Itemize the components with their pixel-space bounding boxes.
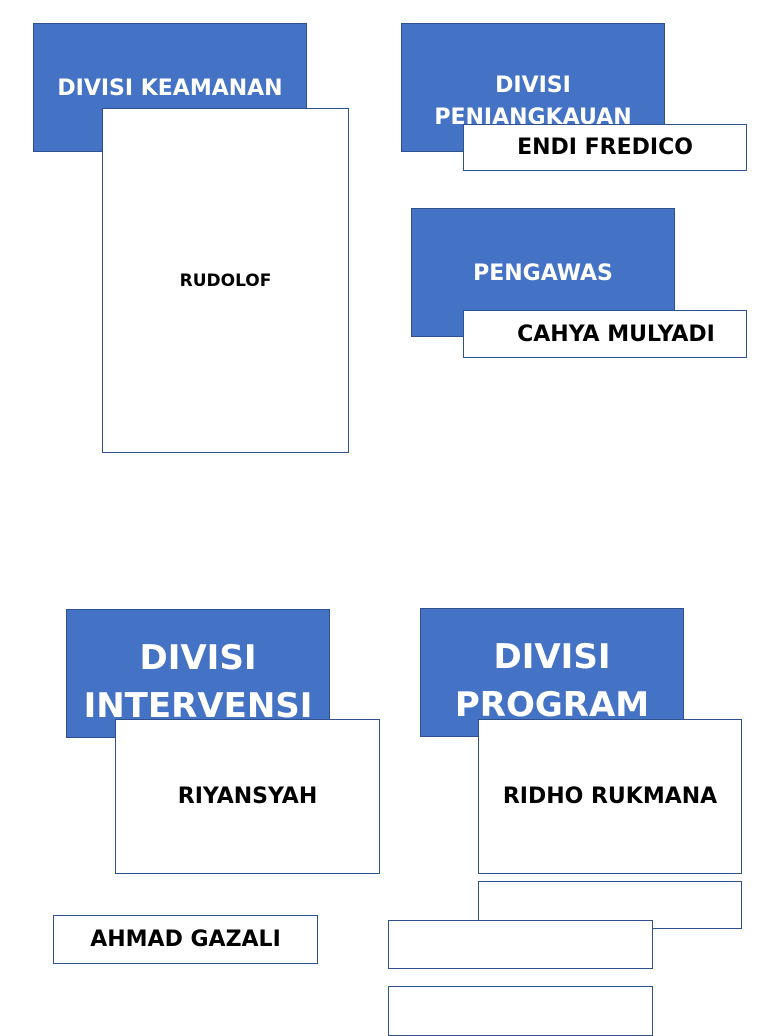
division-intervensi-title-line2: INTERVENSI — [83, 685, 313, 726]
division-keamanan-title: DIVISI KEAMANAN — [57, 76, 283, 101]
pengawas-member-box: CAHYA MULYADI — [463, 310, 747, 358]
pengawas-title: PENGAWAS — [473, 261, 613, 286]
division-program-member-box: RIDHO RUKMANA — [478, 719, 742, 874]
division-program-member: RIDHO RUKMANA — [502, 784, 718, 809]
division-penjangkauan-member-box: ENDI FREDICO — [463, 124, 747, 171]
division-intervensi-header: DIVISI INTERVENSI — [66, 609, 330, 738]
division-intervensi-member: RIYANSYAH — [177, 784, 318, 809]
division-program-title-line1: DIVISI — [493, 636, 611, 677]
division-penjangkauan-member: ENDI FREDICO — [517, 135, 693, 160]
extra-member-box: AHMAD GAZALI — [53, 915, 318, 964]
extra-member-name: AHMAD GAZALI — [90, 927, 281, 952]
division-keamanan-member-box: RUDOLOF — [102, 108, 349, 453]
division-program-header: DIVISI PROGRAM — [420, 608, 684, 737]
empty-box-3 — [388, 986, 653, 1036]
division-program-title-line2: PROGRAM — [454, 684, 650, 725]
division-keamanan-member: RUDOLOF — [179, 270, 272, 291]
empty-box-2 — [388, 920, 653, 969]
division-intervensi-title-line1: DIVISI — [139, 637, 257, 678]
pengawas-member: CAHYA MULYADI — [517, 321, 715, 347]
division-intervensi-member-box: RIYANSYAH — [115, 719, 380, 874]
division-penjangkauan-title-line1: DIVISI — [495, 72, 571, 98]
